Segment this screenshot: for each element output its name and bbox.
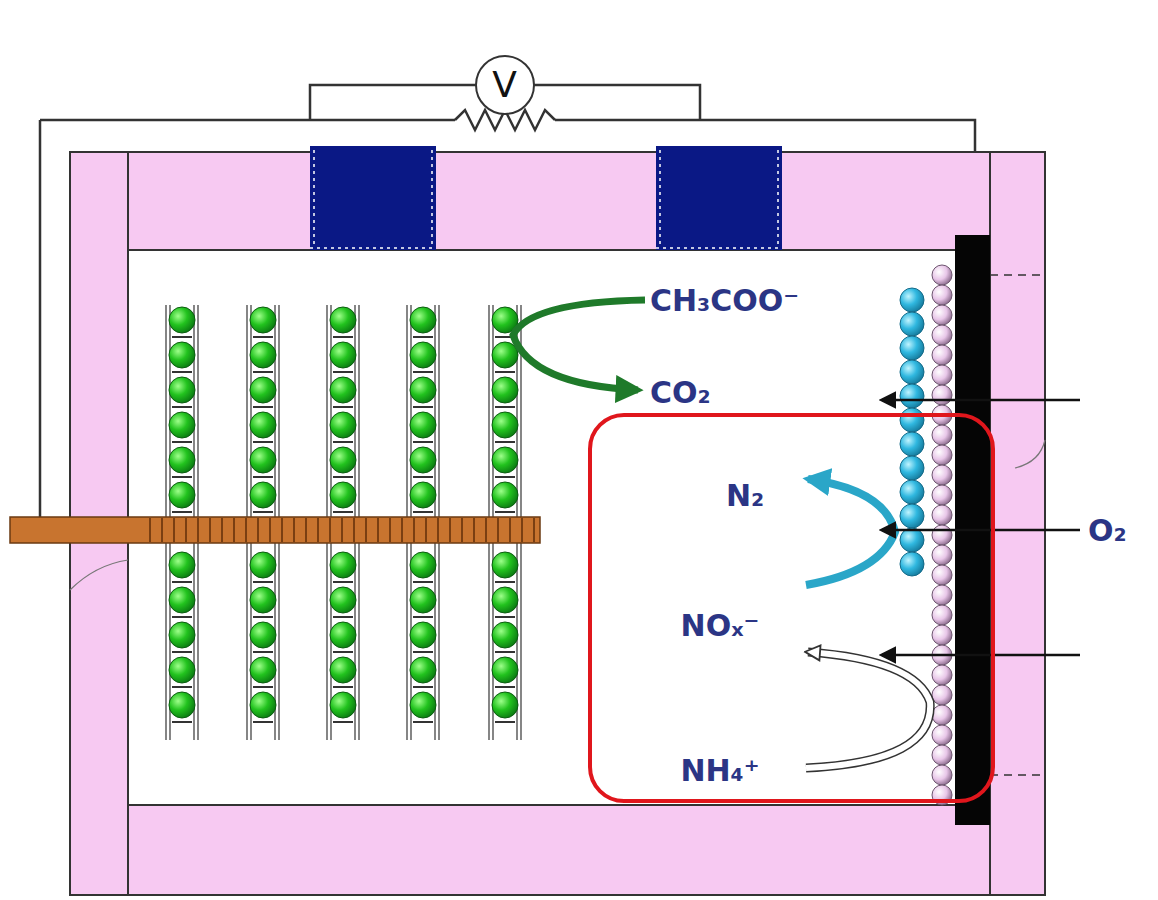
chemical-species: CO₂ xyxy=(650,376,711,409)
chemical-species: NH₄⁺ xyxy=(680,754,759,787)
chemical-species: CH₃COO⁻ xyxy=(650,284,799,317)
lead-line xyxy=(70,440,1045,590)
chemical-species: N₂ xyxy=(726,479,764,512)
meter-label: V xyxy=(492,65,517,105)
sampling-port xyxy=(310,146,782,250)
reaction-arrow xyxy=(513,300,930,768)
voltmeter-symbol: V xyxy=(475,55,535,115)
nitrogen-removal-region: N₂ NOₓ⁻ NH₄⁺ xyxy=(588,413,995,803)
chemical-species: NOₓ⁻ xyxy=(681,609,760,642)
copper-rod xyxy=(10,517,540,543)
oxygen-arrow xyxy=(882,400,1080,655)
chemical-species: O₂ xyxy=(1088,514,1127,547)
